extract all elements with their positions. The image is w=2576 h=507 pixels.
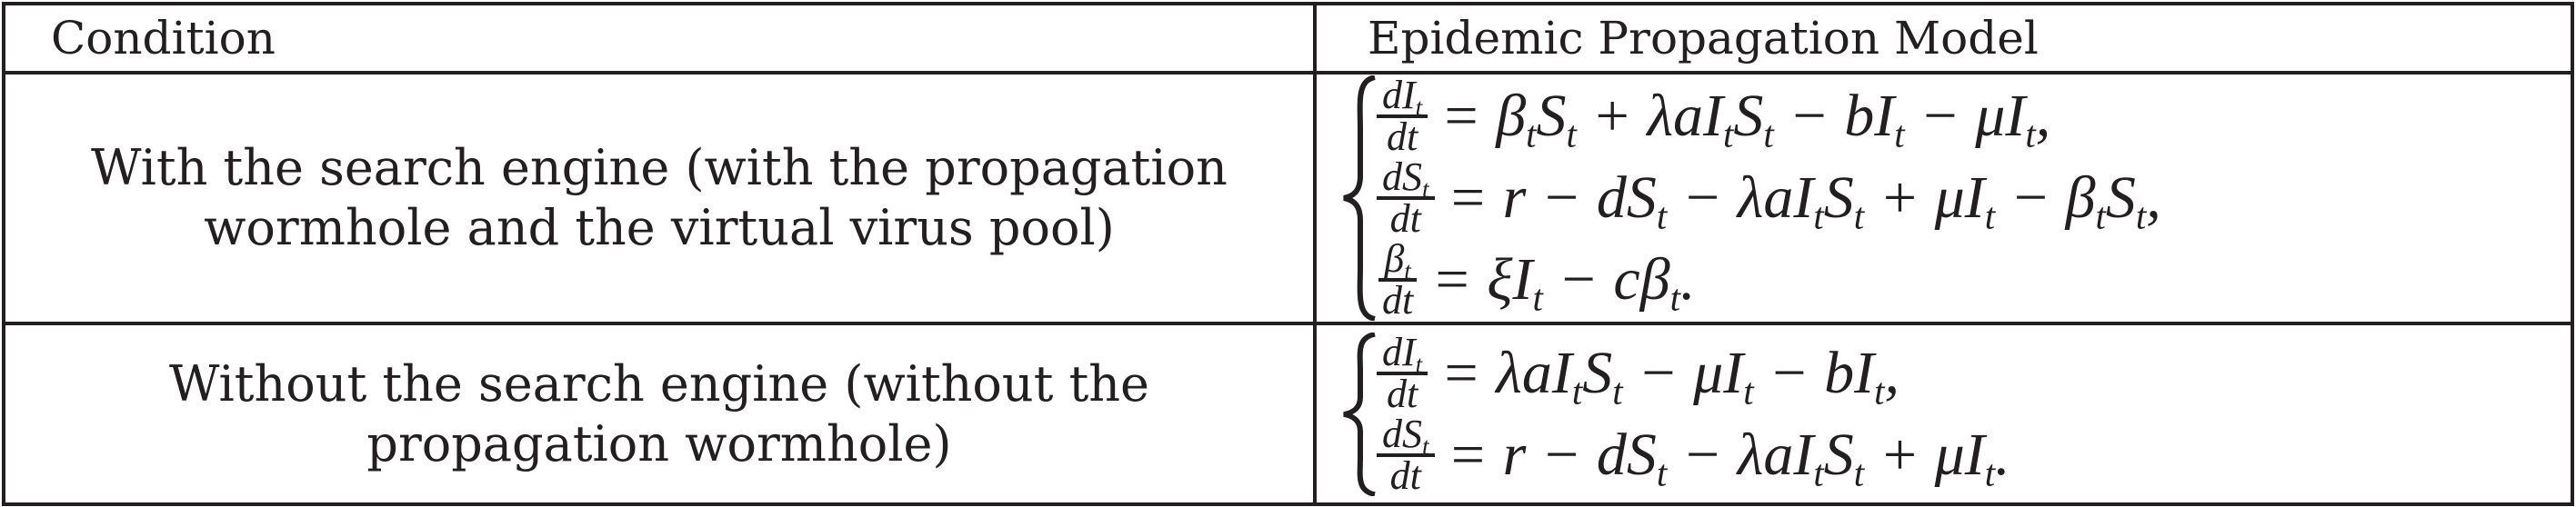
condition-line: wormhole and the virtual virus pool) [204,199,1115,256]
header-row: Condition Epidemic Propagation Model [2,2,2574,75]
eq-denominator: dt [1382,278,1414,323]
eq-denominator: dt [1387,371,1418,416]
eq-numerator: dSt [1377,157,1435,202]
condition-cell: With the search engine (with the propaga… [2,71,1317,325]
condition-line: Without the search engine (without the [168,354,1150,413]
eq-numerator: dIt [1377,75,1428,120]
eq-rhs: = r − dSt − λaItSt + μIt. [1447,421,2010,493]
table-row: With the search engine (with the propaga… [2,71,2574,325]
eq-numerator: dIt [1377,332,1428,376]
header-condition: Condition [2,2,1317,75]
eq-rhs: = λaItSt − μIt − bIt, [1440,339,1900,412]
table-row: Without the search engine (without the p… [2,322,2574,506]
eq-denominator: dt [1389,196,1421,241]
condition-line: propagation wormhole) [366,414,952,472]
eq-numerator: βt [1378,239,1417,283]
eq-rhs: = ξIt − cβt. [1431,246,1696,319]
eq-rhs: = r − dSt − λaItSt + μIt − βtSt, [1447,164,2161,237]
eq-denominator: dt [1387,114,1418,159]
left-brace-icon [1340,75,1377,321]
eq-numerator: dSt [1377,413,1435,458]
left-brace-icon [1340,332,1377,496]
condition-cell: Without the search engine (without the p… [2,322,1317,506]
eq-denominator: dt [1389,452,1421,498]
eq-rhs: = βtSt + λaItSt − bIt − μIt, [1440,83,2051,155]
condition-line: With the search engine (with the propaga… [91,139,1228,197]
header-model: Epidemic Propagation Model [1313,2,2574,75]
